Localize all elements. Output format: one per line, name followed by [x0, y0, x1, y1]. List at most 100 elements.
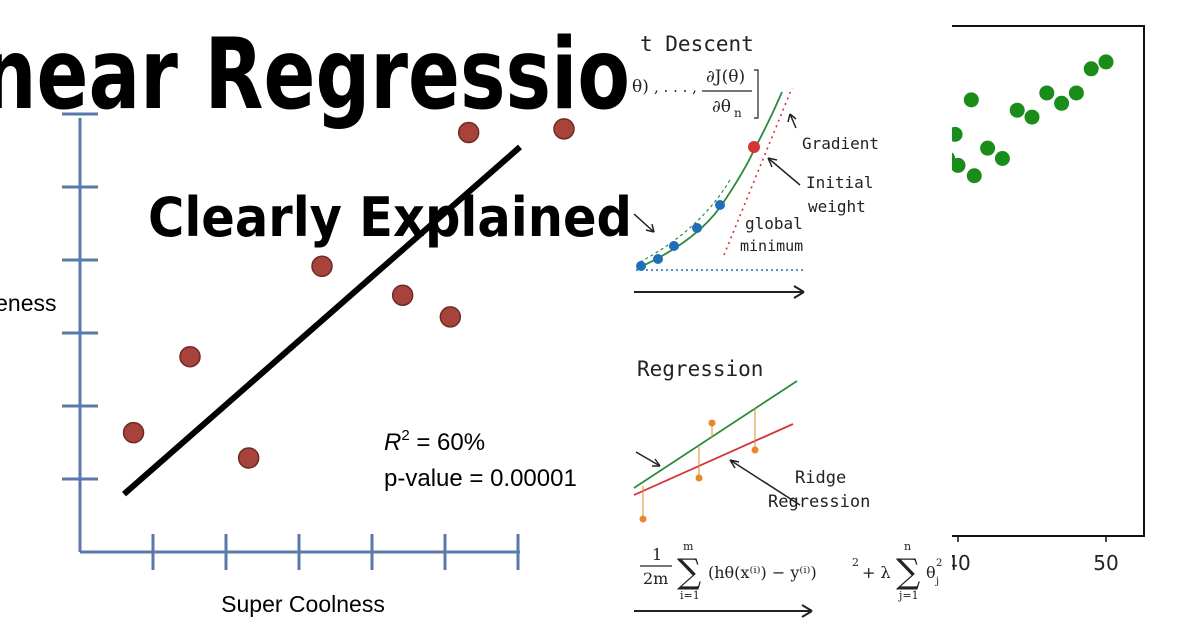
green-scatter-point [966, 168, 982, 184]
headline-subtitle: Clearly Explained [148, 186, 632, 249]
ridge-title: Regression [637, 357, 763, 381]
scatter-point [237, 447, 260, 469]
ridge-label-arrowhead [729, 459, 740, 469]
r2-r: R [384, 429, 401, 456]
middle-panel-bg [630, 0, 952, 630]
left-axes [62, 112, 520, 570]
gd-gradient-arrow [789, 113, 797, 129]
gd-initial-weight-point [748, 141, 760, 153]
formula-sum1-sigma: ∑ [677, 552, 701, 592]
gd-cost-curve [637, 91, 783, 269]
scatter-point [179, 345, 201, 368]
gd-initial-arrow [767, 157, 801, 186]
gd-step-point [653, 254, 663, 264]
gd-formula-left: θ) [632, 77, 649, 97]
formula-sum2-top: n [904, 540, 911, 553]
green-scatter-point [963, 92, 979, 108]
gd-descent-path [639, 179, 731, 263]
gd-label-weight: weight [808, 197, 866, 216]
gd-formula-bracket [754, 69, 759, 119]
scatter-point [122, 421, 145, 444]
gd-formula-dots: , . . . , [654, 78, 697, 96]
formula-frac-denominator: 2m [643, 569, 668, 588]
scatter-point [311, 255, 333, 278]
ridge-regression-line [633, 423, 794, 496]
formula-frac-numerator: 1 [652, 545, 662, 564]
formula-theta-sup: 2 [936, 558, 942, 569]
formula-sum1-bottom: i=1 [680, 589, 700, 602]
gd-gradient-arrowhead [787, 113, 797, 123]
formula-theta-sub: j [935, 576, 939, 587]
gd-label-gradient: Gradient [802, 134, 879, 153]
gd-step-point [669, 241, 679, 251]
gd-left-arrowhead [645, 223, 655, 233]
left-scatter-points [122, 118, 575, 469]
green-scatter-point [1024, 109, 1040, 125]
r2-value: = 60% [410, 429, 485, 456]
gd-step-point [715, 200, 725, 210]
scatter-point [457, 121, 480, 144]
green-scatter-point [1068, 85, 1084, 101]
left-x-ticks [151, 534, 520, 570]
ridge-cost-formula: 1 2m m ∑ i=1 (hθ(x⁽ⁱ⁾) − y⁽ⁱ⁾) 2 + λ n ∑… [640, 540, 942, 602]
formula-sum2-bottom: j=1 [897, 589, 919, 602]
headline-title: near Regressio [0, 18, 630, 132]
gd-title: t Descent [640, 32, 754, 56]
green-scatter-point [1083, 61, 1099, 77]
scatter-point [391, 284, 414, 306]
green-scatter-point [1098, 54, 1114, 70]
green-scatter-point [1039, 85, 1055, 101]
scatter-point [553, 118, 575, 140]
formula-theta: θ [926, 563, 936, 582]
headline: near Regressio Clearly Explained [0, 18, 632, 249]
middle-panel: t Descent θ) , . . . , ∂J(θ) ∂θ n [630, 0, 952, 630]
gd-left-arrow [633, 213, 655, 233]
ridge-data-point [751, 446, 759, 454]
green-scatter-point [980, 140, 996, 156]
r-squared-annotation: R2 = 60% [384, 427, 485, 456]
ridge-left-arrow [635, 451, 661, 467]
gd-label-initial: Initial [806, 173, 873, 192]
right-plot-frame [929, 25, 1145, 537]
gd-initial-arrowhead [767, 157, 778, 168]
gradient-descent-section: t Descent θ) , . . . , ∂J(θ) ∂θ n [632, 32, 879, 299]
formula-sum1-top: m [683, 540, 694, 553]
gd-formula-den-subscript: n [734, 106, 742, 120]
ridge-data-point [695, 474, 703, 482]
formula-body: (hθ(x⁽ⁱ⁾) − y⁽ⁱ⁾) [708, 563, 817, 582]
left-scatter-panel: ieness Super Coolness R2 = 60% p-value =… [0, 112, 577, 617]
left-y-axis-label: ieness [0, 290, 56, 316]
gd-step-point [692, 223, 702, 233]
ridge-label-arrow [729, 459, 801, 506]
p-value-annotation: p-value = 0.00001 [384, 465, 577, 492]
formula-square: 2 [852, 556, 859, 569]
left-x-axis-label: Super Coolness [221, 591, 385, 617]
left-y-ticks [62, 112, 98, 481]
gd-x-axis-arrowhead [793, 285, 805, 299]
gd-gradient-tangent [723, 87, 793, 256]
gd-formula-numerator: ∂J(θ) [706, 67, 745, 87]
r2-superscript: 2 [401, 427, 409, 444]
formula-sum2-sigma: ∑ [896, 552, 920, 592]
linear-regression-line [633, 380, 798, 489]
gd-label-global: global [745, 214, 803, 233]
ridge-regression-section: Regression Ridge Regression 1 2m m [633, 357, 942, 618]
ridge-data-point [708, 419, 716, 427]
gd-formula-denominator: ∂θ [712, 97, 731, 117]
gd-label-minimum: minimum [740, 237, 803, 255]
formula-plus-lambda: + λ [862, 563, 891, 582]
green-scatter-point [1054, 95, 1070, 111]
green-scatter-point [1009, 102, 1025, 118]
right-x-tick-label: 50 [1093, 551, 1118, 575]
ridge-x-axis-arrowhead [801, 604, 813, 618]
green-scatter-point [994, 151, 1010, 166]
regression-fit-line [122, 144, 522, 497]
ridge-data-point [639, 515, 647, 523]
green-scatter-point [950, 157, 966, 173]
ridge-label-line1: Ridge [795, 468, 846, 488]
gd-step-point [636, 261, 646, 271]
ridge-label-line2: Regression [768, 492, 870, 512]
